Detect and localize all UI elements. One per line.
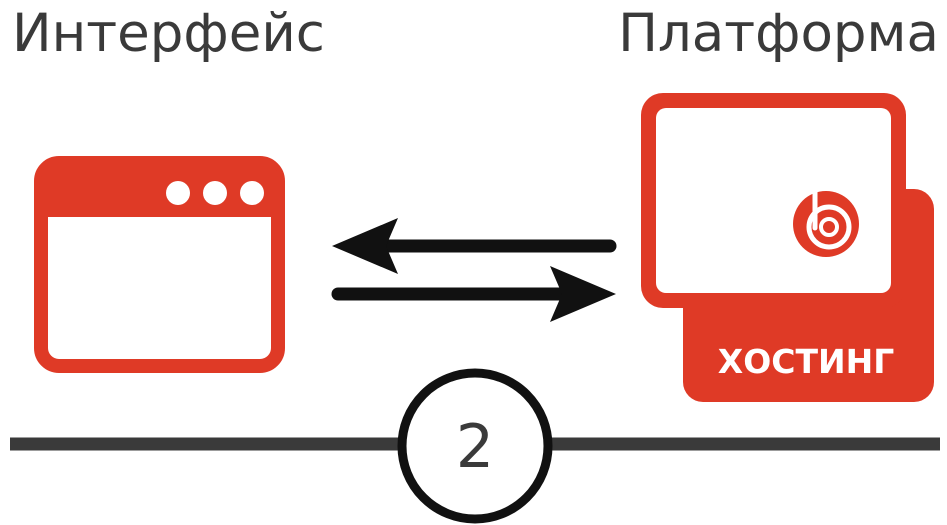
step-timeline: 2 xyxy=(10,368,940,524)
interface-heading: Интерфейс xyxy=(12,3,325,64)
bitrix-logo-icon xyxy=(793,187,859,257)
platform-window-body xyxy=(656,108,891,293)
step-circle xyxy=(397,368,553,524)
logo-center-ring xyxy=(819,217,839,237)
logo-inner-ring xyxy=(806,204,852,250)
step-number: 2 xyxy=(456,412,494,482)
browser-window-icon xyxy=(34,156,285,373)
bidirectional-arrows-icon xyxy=(331,218,617,322)
browser-dot-2 xyxy=(203,181,227,205)
platform-window xyxy=(641,93,906,308)
platform-heading: Платформа xyxy=(618,3,939,64)
arrow-left-head xyxy=(332,218,398,274)
hosting-label: ХОСТИНГ xyxy=(718,342,895,381)
browser-dot-1 xyxy=(166,181,190,205)
arrow-right-head xyxy=(550,266,616,322)
browser-dot-3 xyxy=(240,181,264,205)
